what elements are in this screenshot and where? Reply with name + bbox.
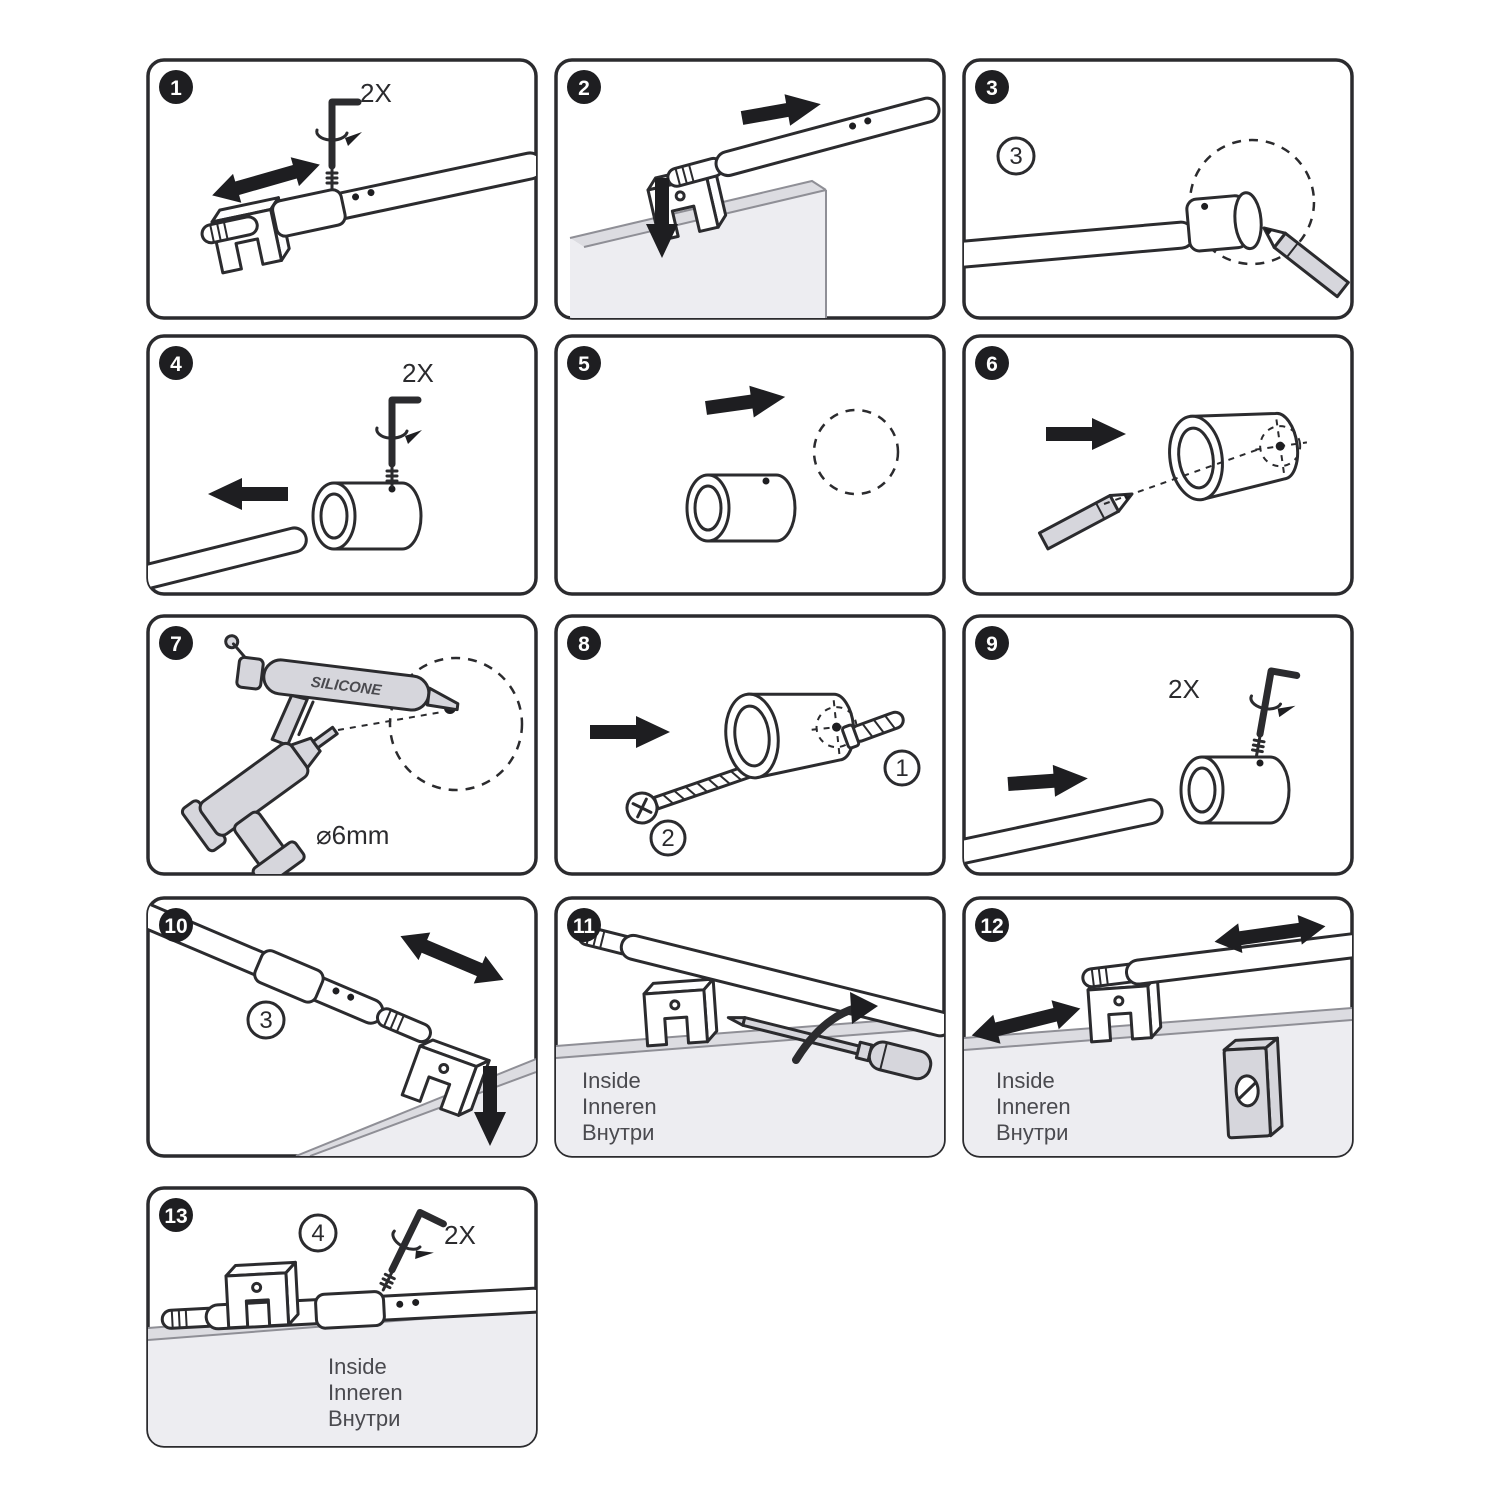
panel-border [962,58,1354,320]
step-number-badge [159,626,193,660]
inside-label-en: Inside [582,1068,641,1093]
step-number: 11 [573,915,596,938]
axis-dashed-line [1103,447,1263,505]
step-number-badge [975,626,1009,660]
wall-mount-icon [685,473,797,543]
step-panel-7: SILICONE ⌀6mm 7 [146,614,538,876]
inside-label-ru: Внутри [328,1406,400,1431]
inside-label-ru: Внутри [996,1120,1068,1145]
support-bar-icon [1080,932,1352,990]
step-number: 6 [986,353,998,376]
part-ref-badge: 3 [246,1000,286,1040]
step-number-badge [567,626,601,660]
step-number: 10 [164,915,187,938]
part-ref-number: 3 [259,1007,272,1034]
step-panel-11: Inside Inneren Внутри 11 [554,896,946,1158]
step-panel-1: 2X 1 [146,58,538,320]
step-number: 12 [980,915,1003,938]
step-number-badge [567,346,601,380]
support-bar-icon [664,96,941,190]
step-number: 13 [164,1205,187,1228]
part-ref-number: 2 [661,825,674,852]
step-panel-13: 4 2X Inside Inneren Внутри 13 [146,1186,538,1448]
step-panel-3: 3 3 [962,58,1354,320]
part-ref-badge: 1 [883,749,921,787]
step-panel-12: Inside Inneren Внутри 12 [962,896,1354,1158]
screwdriver-icon [726,1016,933,1081]
part-ref-badge: 4 [298,1213,338,1253]
step-number: 4 [170,353,182,376]
step-number: 2 [578,77,590,100]
step-panel-9: 2X 9 [962,614,1354,876]
inside-label-ru: Внутри [582,1120,654,1145]
repeat-label: 2X [1168,674,1200,704]
step-number-badge [975,346,1009,380]
drill-diameter-label: ⌀6mm [316,820,389,850]
step-number-badge [159,70,193,104]
panel-border [146,58,538,320]
inside-label-en: Inside [328,1354,387,1379]
part-ref-number: 1 [895,755,908,782]
support-bar-icon [148,526,308,594]
step-number: 5 [578,353,590,376]
step-panel-10: 3 10 [146,896,538,1158]
step-panel-5: 5 [554,334,946,596]
wall-mount-icon [311,481,423,551]
step-number: 1 [170,77,182,100]
wall-mount-icon [1179,755,1291,825]
turn-arrow-head [850,992,878,1024]
step-number-badge [567,908,601,942]
step-panel-2: 2 [554,58,946,320]
repeat-label: 2X [444,1220,476,1250]
inside-label-de: Inneren [582,1094,657,1119]
step-number-badge [975,908,1009,942]
wall-anchor-icon [841,710,905,750]
wall-flange-icon [1185,191,1263,253]
support-bar-icon [148,900,435,1046]
step-number: 7 [170,633,182,656]
part-ref-number: 3 [1009,143,1022,170]
silicone-gun-icon: SILICONE [224,634,460,747]
step-panel-6: 6 [962,334,1354,596]
step-number: 3 [986,77,998,100]
step-number-badge [159,1198,193,1232]
panel-border [146,334,538,596]
part-ref-number: 4 [311,1220,324,1247]
step-number-badge [159,346,193,380]
part-ref-badge: 2 [649,819,687,857]
support-bar-icon [198,151,536,246]
step-panel-8: 1 2 8 [554,614,946,876]
step-number: 8 [578,633,590,656]
inside-label-de: Inneren [328,1380,403,1405]
step-panel-4: 2X 4 [146,334,538,596]
dashed-circle-icon [812,408,900,496]
support-bar-icon [964,798,1164,871]
rubber-block-icon [1222,1036,1284,1140]
turn-arrow-icon [792,1004,860,1064]
axis-dashed-line [337,711,443,731]
step-number-badge [975,70,1009,104]
inside-label-en: Inside [996,1068,1055,1093]
repeat-label: 2X [402,358,434,388]
step-number-badge [159,908,193,942]
panel-border [554,334,946,596]
repeat-label: 2X [360,78,392,108]
step-number-badge [567,70,601,104]
part-ref-badge: 3 [996,136,1036,176]
dashed-circle-icon [388,656,524,792]
step-number: 9 [986,633,998,656]
drill-icon [180,725,339,874]
inside-label-de: Inneren [996,1094,1071,1119]
